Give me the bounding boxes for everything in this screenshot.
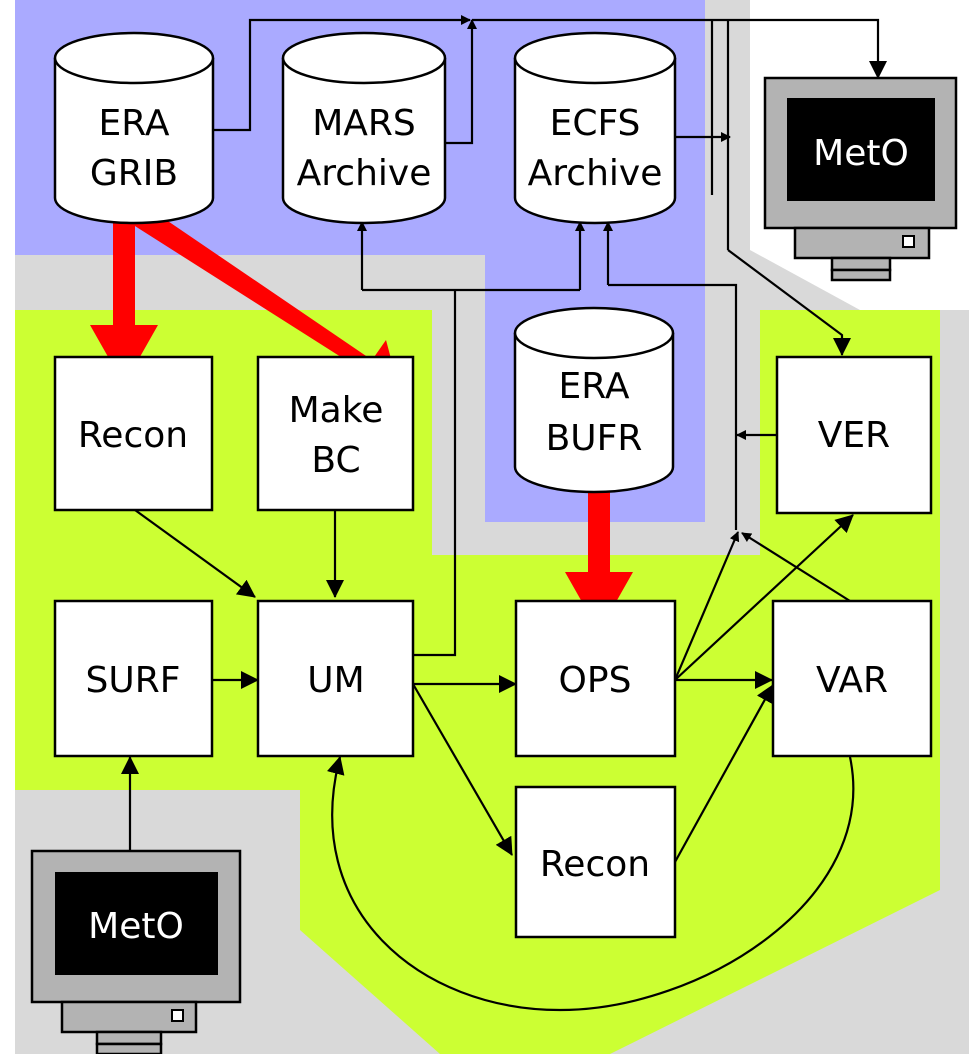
process-connectors xyxy=(121,509,855,1012)
monitor-top-right: MetO xyxy=(763,76,958,282)
ecfs-line2: Archive xyxy=(528,153,663,194)
make-bc-line2: BC xyxy=(311,440,360,481)
era-grib-line2: GRIB xyxy=(90,153,178,194)
process-recon-top: Recon xyxy=(53,355,214,512)
red-highlight-arrows xyxy=(90,198,633,632)
archive-mars: MARS Archive xyxy=(281,31,447,225)
processing-region xyxy=(15,310,940,1054)
process-um: UM xyxy=(256,599,415,758)
recon-bottom-label: Recon xyxy=(540,844,650,885)
ops-label: OPS xyxy=(559,660,632,701)
archive-ecfs: ECFS Archive xyxy=(513,31,677,225)
era-grib-line1: ERA xyxy=(99,103,170,144)
process-var: VAR xyxy=(771,599,933,758)
red-arrow-grib-to-recon xyxy=(90,205,158,385)
process-surf: SURF xyxy=(53,599,214,758)
red-arrow-grib-to-makebc xyxy=(116,198,398,385)
archive-era-bufr: ERA BUFR xyxy=(513,306,675,494)
ver-label: VER xyxy=(818,415,890,456)
era-bufr-line1: ERA xyxy=(559,366,630,407)
recon-top-label: Recon xyxy=(78,415,188,456)
monitor-bottom-left-label: MetO xyxy=(88,906,184,947)
mars-line2: Archive xyxy=(297,153,432,194)
ecfs-line1: ECFS xyxy=(550,103,641,144)
process-recon-bottom: Recon xyxy=(514,785,677,939)
archive-connectors xyxy=(213,15,887,657)
um-label: UM xyxy=(307,660,364,701)
process-ver: VER xyxy=(775,355,933,515)
mars-line1: MARS xyxy=(312,103,416,144)
process-ops: OPS xyxy=(514,599,677,758)
var-label: VAR xyxy=(816,660,888,701)
archive-era-grib: ERA GRIB xyxy=(53,31,215,225)
era-bufr-line2: BUFR xyxy=(546,418,643,459)
red-arrow-bufr-to-ops xyxy=(565,482,633,632)
monitor-bottom-left: MetO xyxy=(30,849,242,1054)
process-make-bc: Make BC xyxy=(256,355,415,512)
monitor-top-right-label: MetO xyxy=(813,133,909,174)
make-bc-line1: Make xyxy=(289,390,384,431)
surf-label: SURF xyxy=(86,660,181,701)
